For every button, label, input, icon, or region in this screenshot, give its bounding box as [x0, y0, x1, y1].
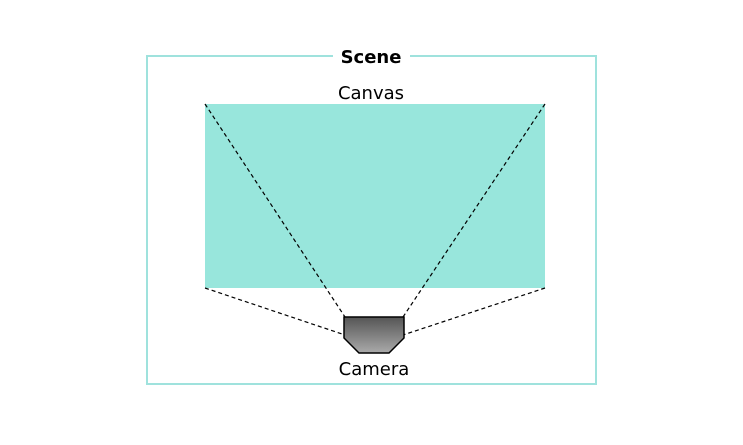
- camera-icon: [343, 316, 405, 354]
- scene-title: Scene: [341, 47, 402, 68]
- sightline-bottom-left: [204, 287, 346, 336]
- canvas-label: Canvas: [338, 83, 404, 104]
- canvas-rectangle: [205, 104, 545, 288]
- sightlines: [204, 103, 546, 336]
- camera-label: Camera: [339, 359, 410, 380]
- scene-title-gap: [333, 45, 410, 67]
- sightline-top-right: [402, 103, 546, 318]
- sightline-bottom-right: [402, 287, 546, 336]
- sightline-top-left: [204, 103, 346, 318]
